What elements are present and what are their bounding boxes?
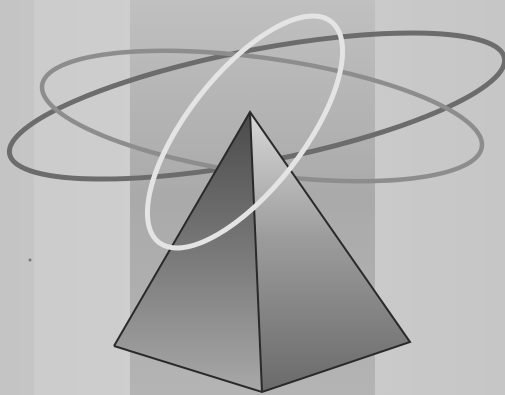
dust-speck (29, 259, 32, 262)
